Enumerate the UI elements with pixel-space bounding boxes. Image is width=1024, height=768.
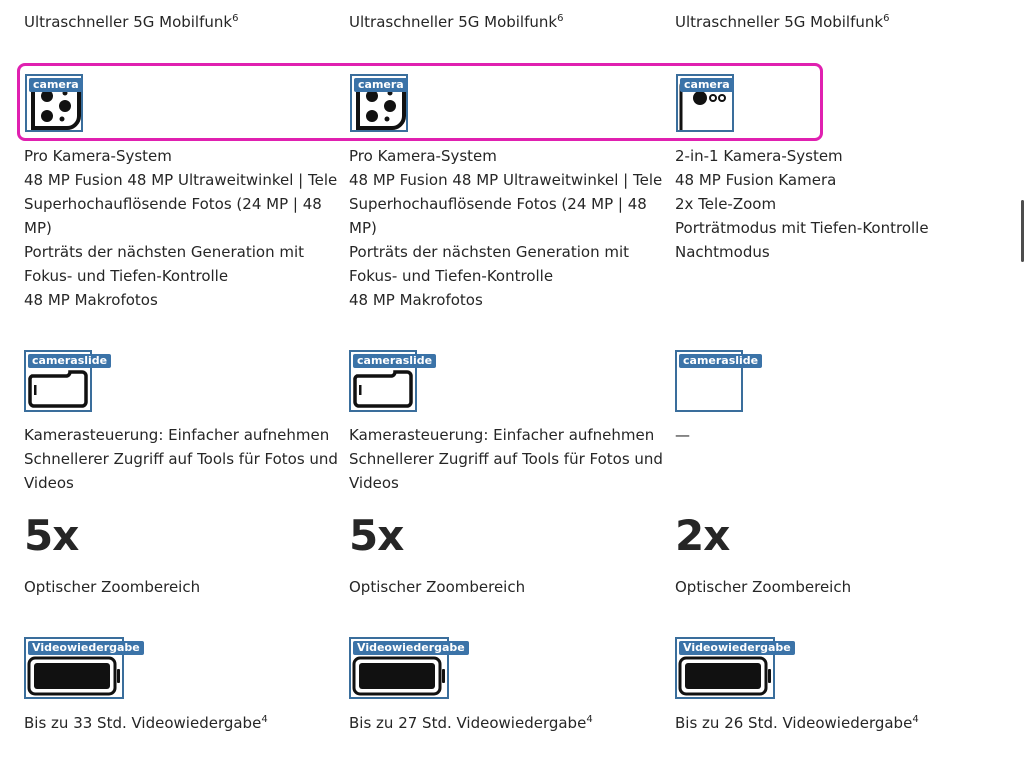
zoom-value: 2x [675, 511, 730, 560]
zoom-label: Optischer Zoombereich [349, 578, 526, 596]
camera-line: Nachtmodus [675, 243, 770, 261]
cameraslide-icon-box: cameraslide [349, 350, 437, 412]
camera-line: 48 MP Makrofotos [24, 291, 158, 309]
cameraslide-line: Videos [349, 474, 399, 492]
cameraslide-badge: cameraslide [679, 354, 763, 368]
video-badge: Videowiedergabe [353, 641, 469, 655]
camera-line: Superhochauflösende Fotos (24 MP | 48 [349, 195, 647, 213]
camera-icon-box: camera [676, 74, 734, 132]
zoom-value: 5x [349, 511, 404, 560]
camera-line: Fokus- und Tiefen-Kontrolle [349, 267, 554, 285]
cameraslide-badge: cameraslide [353, 354, 437, 368]
camera-line: Pro Kamera-System [24, 147, 172, 165]
camera-icon-box: camera [25, 74, 83, 132]
camera-line: Porträts der nächsten Generation mit [24, 243, 305, 261]
camera-line: Porträts der nächsten Generation mit [349, 243, 630, 261]
camera-line: 48 MP Fusion 48 MP Ultraweitwinkel | Tel… [24, 171, 338, 189]
network-spec: Ultraschneller 5G Mobilfunk6 [349, 13, 564, 31]
camera-line: MP) [349, 219, 377, 237]
battery-icon [27, 656, 120, 696]
camera-line: 2-in-1 Kamera-System [675, 147, 843, 165]
camera-control-phone-icon [28, 370, 88, 408]
cameraslide-line: Kamerasteuerung: Einfacher aufnehmen [24, 426, 330, 444]
camera-line: 48 MP Makrofotos [349, 291, 483, 309]
camera-line: 48 MP Fusion Kamera [675, 171, 837, 189]
camera-description: Pro Kamera-System 48 MP Fusion 48 MP Ult… [349, 144, 662, 312]
cameraslide-line: Kamerasteuerung: Einfacher aufnehmen [349, 426, 655, 444]
camera-line: Pro Kamera-System [349, 147, 497, 165]
video-icon-box: Videowiedergabe [349, 637, 469, 699]
cameraslide-line: Schnellerer Zugriff auf Tools für Fotos … [24, 450, 338, 468]
cameraslide-icon-box: cameraslide [675, 350, 763, 412]
camera-description: 2-in-1 Kamera-System 48 MP Fusion Kamera… [675, 144, 929, 264]
cameraslide-description: Kamerasteuerung: Einfacher aufnehmen Sch… [349, 423, 663, 495]
cameraslide-badge: cameraslide [28, 354, 112, 368]
network-spec: Ultraschneller 5G Mobilfunk6 [675, 13, 890, 31]
camera-line: Superhochauflösende Fotos (24 MP | 48 [24, 195, 322, 213]
zoom-label: Optischer Zoombereich [24, 578, 201, 596]
video-badge: Videowiedergabe [679, 641, 795, 655]
zoom-value: 5x [24, 511, 79, 560]
video-icon-box: Videowiedergabe [675, 637, 795, 699]
video-icon-box: Videowiedergabe [24, 637, 144, 699]
cameraslide-line: Schnellerer Zugriff auf Tools für Fotos … [349, 450, 663, 468]
video-playback-spec: Bis zu 26 Std. Videowiedergabe4 [675, 714, 919, 732]
battery-icon [678, 656, 771, 696]
camera-badge: camera [29, 78, 83, 92]
camera-line: MP) [24, 219, 52, 237]
battery-icon [352, 656, 445, 696]
camera-badge: camera [354, 78, 408, 92]
camera-description: Pro Kamera-System 48 MP Fusion 48 MP Ult… [24, 144, 337, 312]
cameraslide-description: — [675, 423, 690, 447]
camera-line: Fokus- und Tiefen-Kontrolle [24, 267, 229, 285]
cameraslide-line: Videos [24, 474, 74, 492]
video-badge: Videowiedergabe [28, 641, 144, 655]
camera-badge: camera [680, 78, 734, 92]
camera-line: 2x Tele-Zoom [675, 195, 777, 213]
scrollbar-thumb[interactable] [1021, 200, 1024, 262]
camera-line: Porträtmodus mit Tiefen-Kontrolle [675, 219, 929, 237]
cameraslide-icon-box: cameraslide [24, 350, 112, 412]
zoom-label: Optischer Zoombereich [675, 578, 852, 596]
cameraslide-description: Kamerasteuerung: Einfacher aufnehmen Sch… [24, 423, 338, 495]
video-playback-spec: Bis zu 33 Std. Videowiedergabe4 [24, 714, 268, 732]
camera-icon-box: camera [350, 74, 408, 132]
camera-control-phone-icon [353, 370, 413, 408]
network-spec: Ultraschneller 5G Mobilfunk6 [24, 13, 239, 31]
cameraslide-line: — [675, 426, 690, 444]
camera-line: 48 MP Fusion 48 MP Ultraweitwinkel | Tel… [349, 171, 663, 189]
video-playback-spec: Bis zu 27 Std. Videowiedergabe4 [349, 714, 593, 732]
